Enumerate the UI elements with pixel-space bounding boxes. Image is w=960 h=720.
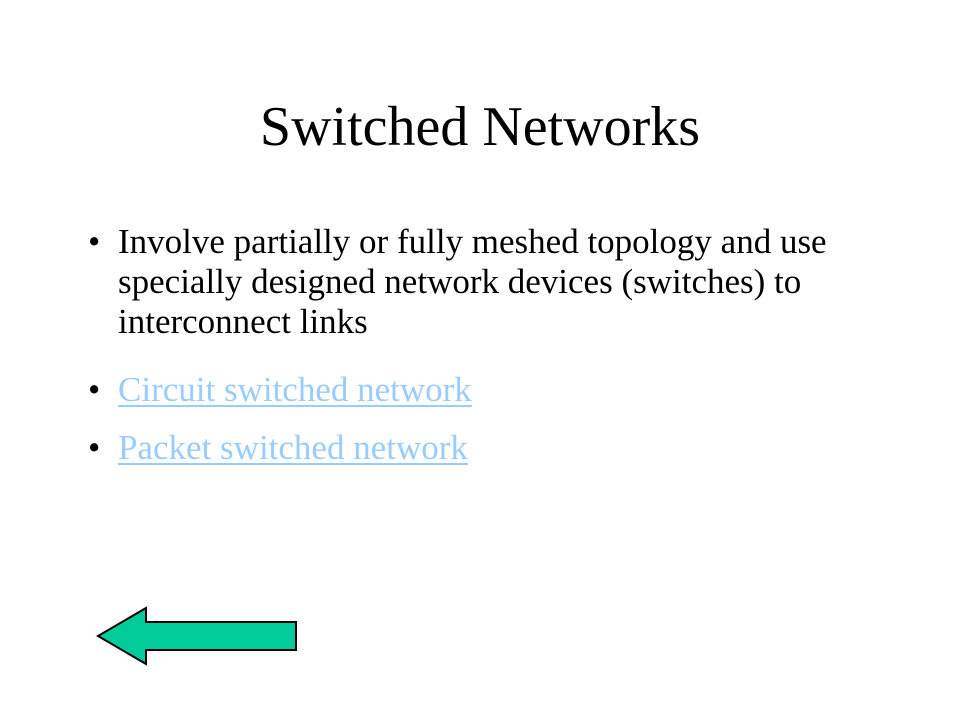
bullet-item-description: • Involve partially or fully meshed topo… [88, 222, 888, 342]
bullet-text: Involve partially or fully meshed topolo… [118, 222, 827, 341]
back-button[interactable] [96, 606, 298, 666]
circuit-switched-network-link[interactable]: Circuit switched network [118, 370, 472, 409]
bullet-item-packet: • Packet switched network [88, 428, 888, 468]
bullet-dot: • [88, 428, 101, 467]
slide-title: Switched Networks [259, 96, 701, 158]
bullet-dot: • [88, 222, 101, 261]
packet-switched-network-link[interactable]: Packet switched network [118, 428, 468, 467]
bullet-list: • Involve partially or fully meshed topo… [88, 222, 888, 486]
bullet-dot: • [88, 370, 101, 409]
left-arrow-icon [96, 606, 297, 666]
bullet-item-circuit: • Circuit switched network [88, 370, 888, 410]
